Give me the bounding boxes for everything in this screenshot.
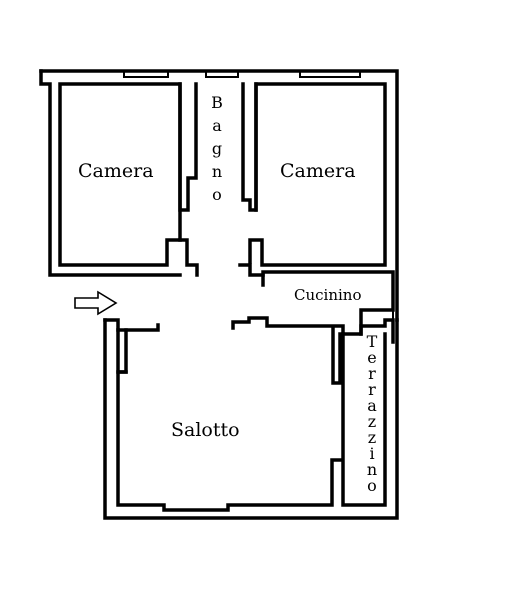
room-label-salotto: Salotto [171, 419, 240, 441]
room-label-terrazzino-letter: r [368, 380, 376, 399]
room-label-bagno-letter: B [211, 93, 223, 112]
outer-walls [39, 69, 399, 520]
room-label-bagno-letter: a [212, 116, 222, 135]
room-label-terrazzino-letter: z [368, 412, 376, 431]
room-label-bagno-letter: o [212, 185, 222, 204]
room-camera-left: Camera [58, 71, 199, 277]
room-label-terrazzino-letter: a [367, 396, 377, 415]
room-label-cucinino: Cucinino [294, 286, 362, 304]
room-label-camera-right: Camera [280, 160, 356, 182]
room-label-bagno-letter: n [212, 162, 222, 181]
room-label-terrazzino-letter: o [367, 476, 377, 495]
room-camera-right: Camera [238, 71, 387, 277]
room-cucinino: Cucinino [231, 270, 395, 336]
room-label-bagno-letter: g [212, 139, 222, 158]
room-label-terrazzino-letter: z [368, 428, 376, 447]
arrow-right-icon [74, 290, 118, 316]
room-label-terrazzino-letter: T [367, 332, 378, 351]
room-label-terrazzino-letter: e [367, 348, 376, 367]
room-salotto: Salotto [116, 326, 342, 512]
room-label-terrazzino-letter: r [368, 364, 376, 383]
room-label-terrazzino-letter: i [369, 444, 374, 463]
room-label-camera-left: Camera [78, 160, 154, 182]
room-label-terrazzino-letter: n [367, 460, 377, 479]
